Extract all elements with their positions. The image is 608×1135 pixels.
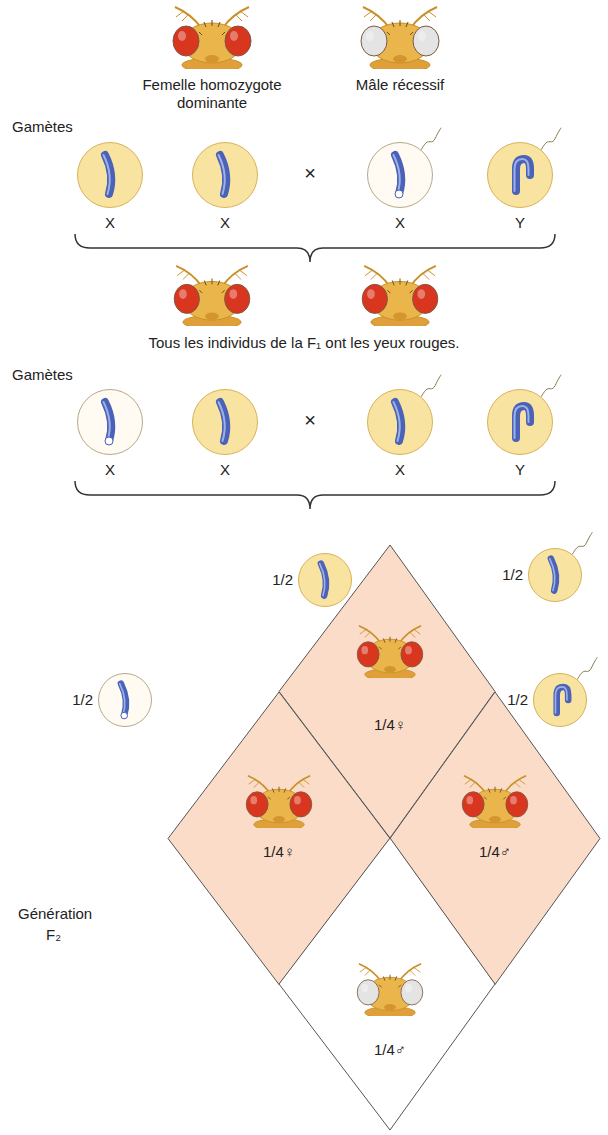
probability-label: 1/4♀	[263, 843, 295, 861]
gamete-circle: Y	[487, 389, 553, 455]
gamete-shape	[487, 142, 553, 208]
parent-label: Mâle récessif	[356, 76, 444, 94]
cross-sign: ×	[304, 411, 316, 429]
generation-label: Génération	[18, 905, 92, 923]
gamete-shape	[533, 673, 587, 727]
cell-shape	[279, 545, 495, 838]
gamete-circle: X	[77, 142, 143, 208]
gamete-circle: 1/2	[298, 553, 352, 607]
punnett-cell: 1/4♂	[390, 692, 600, 985]
gamete-circle: X	[77, 389, 143, 455]
gamete-circle: X	[192, 389, 258, 455]
gamete-shape	[528, 548, 582, 602]
gamete-circle: 1/2	[528, 548, 582, 602]
parent-label: Femelle homozygote dominante	[137, 76, 287, 112]
probability-label: 1/2	[272, 571, 293, 589]
chromosome-label: X	[105, 461, 115, 479]
gamete-circle: Y	[487, 142, 553, 208]
punnett-cell: 1/4♀	[168, 692, 390, 985]
cell-shape	[168, 692, 390, 985]
chromosome-label: X	[105, 214, 115, 232]
probability-label: 1/4♂	[374, 1041, 406, 1059]
gamete-shape	[192, 389, 258, 455]
gamete-shape	[192, 142, 258, 208]
gamete-shape	[367, 389, 433, 455]
punnett-cell: 1/4♂	[279, 838, 495, 1130]
chromosome-label: X	[220, 461, 230, 479]
gamete-shape	[98, 673, 152, 727]
result-caption: Tous les individus de la F₁ ont les yeux…	[148, 334, 459, 352]
probability-label: 1/2	[502, 566, 523, 584]
probability-label: 1/2	[72, 691, 93, 709]
gamete-circle: X	[367, 142, 433, 208]
gamete-circle: X	[192, 142, 258, 208]
row-heading: Gamètes	[12, 118, 73, 136]
generation-label: F₂	[46, 926, 61, 944]
gamete-shape	[77, 142, 143, 208]
cross-sign: ×	[304, 164, 316, 182]
probability-label: 1/4♀	[374, 716, 406, 734]
gamete-shape	[77, 389, 143, 455]
chromosome-label: X	[395, 461, 405, 479]
gamete-shape	[487, 389, 553, 455]
cell-shape	[390, 692, 600, 985]
row-heading: Gamètes	[12, 366, 73, 384]
gamete-circle: 1/2	[98, 673, 152, 727]
punnett-cell: 1/4♀	[279, 545, 495, 838]
gamete-shape	[367, 142, 433, 208]
gamete-circle: X	[367, 389, 433, 455]
chromosome-label: Y	[515, 461, 525, 479]
gamete-circle: 1/2	[533, 673, 587, 727]
chromosome-label: X	[220, 214, 230, 232]
gamete-shape	[298, 553, 352, 607]
chromosome-label: X	[395, 214, 405, 232]
probability-label: 1/2	[507, 691, 528, 709]
probability-label: 1/4♂	[479, 843, 511, 861]
chromosome-label: Y	[515, 214, 525, 232]
cell-shape	[279, 838, 495, 1130]
